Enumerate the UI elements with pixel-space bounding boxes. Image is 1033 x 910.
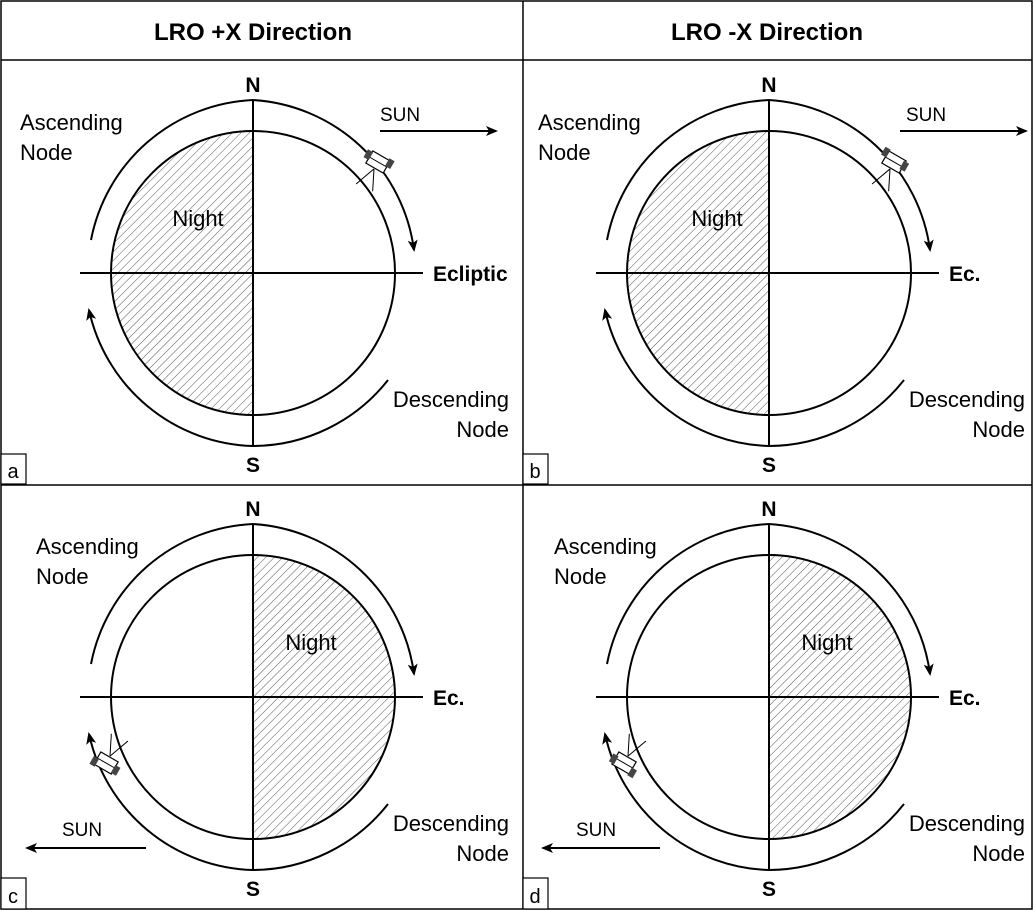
- ecliptic-label: Ec.: [949, 263, 981, 286]
- panel-label: b: [529, 461, 540, 483]
- panel-d: N S Ec. Night SUN Ascending Node Descend…: [522, 498, 1025, 910]
- orbit-arc-right: [252, 523, 418, 676]
- ascending-node-label-2: Node: [554, 564, 607, 589]
- panel-label: d: [529, 886, 540, 908]
- north-label: N: [761, 74, 776, 97]
- panel-label-box: [522, 453, 549, 485]
- night-label: Night: [285, 630, 336, 655]
- ecliptic-label: Ec.: [949, 687, 981, 710]
- north-label: N: [245, 74, 260, 97]
- panel-label-box: [0, 453, 27, 485]
- sun-label: SUN: [906, 105, 946, 126]
- orbit-arc-right-lower: [252, 379, 389, 447]
- panel-a: N S Ecliptic Night SUN Ascending Node De…: [0, 74, 509, 485]
- spacecraft-icon: [355, 149, 395, 192]
- ascending-node-label-1: Ascending: [554, 534, 657, 559]
- orbit-arc-lower: [86, 732, 254, 871]
- ascending-node-label-2: Node: [538, 140, 591, 165]
- orbit-arc-right: [768, 523, 934, 676]
- spacecraft-icon: [871, 146, 910, 192]
- ecliptic-label: Ec.: [433, 687, 465, 710]
- night-label: Night: [172, 206, 223, 231]
- descending-node-label-2: Node: [972, 417, 1025, 442]
- panel-c: N S Ec. Night SUN Ascending Node Descend…: [0, 498, 509, 910]
- night-hatch-lower: [627, 273, 769, 415]
- night-hatch-upper: [253, 555, 395, 697]
- panel-label: c: [8, 886, 18, 908]
- south-label: S: [246, 878, 260, 901]
- night-hatch-lower: [111, 273, 253, 415]
- descending-node-label-1: Descending: [909, 811, 1025, 836]
- night-hatch-lower: [253, 697, 395, 839]
- ecliptic-label: Ecliptic: [433, 263, 508, 286]
- descending-node-label-1: Descending: [393, 811, 509, 836]
- night-hatch-lower: [769, 697, 911, 839]
- orbit-arc-lower: [86, 308, 254, 447]
- south-label: S: [762, 878, 776, 901]
- panel-b: N S Ec. Night SUN Ascending Node Descend…: [522, 74, 1028, 485]
- descending-node-label-2: Node: [972, 841, 1025, 866]
- orbit-arc-left-upper: [90, 523, 254, 665]
- panel-label-box: [522, 877, 549, 910]
- sun-label: SUN: [576, 820, 616, 841]
- night-hatch-upper: [769, 555, 911, 697]
- night-label: Night: [801, 630, 852, 655]
- orbit-arc-right-lower: [252, 803, 389, 871]
- panel-label-box: [0, 877, 27, 910]
- night-hatch-upper: [627, 131, 769, 273]
- header-right: LRO -X Direction: [671, 19, 863, 46]
- south-label: S: [246, 454, 260, 477]
- south-label: S: [762, 454, 776, 477]
- descending-node-label-1: Descending: [909, 387, 1025, 412]
- header-left: LRO +X Direction: [154, 19, 352, 46]
- sun-label: SUN: [380, 105, 420, 126]
- ascending-node-label-2: Node: [36, 564, 89, 589]
- orbit-arc-left-upper: [606, 523, 770, 665]
- spacecraft-icon: [608, 733, 647, 779]
- panel-label: a: [7, 461, 19, 483]
- descending-node-label-2: Node: [456, 841, 509, 866]
- spacecraft-icon: [89, 733, 129, 776]
- ascending-node-label-1: Ascending: [538, 110, 641, 135]
- sun-label: SUN: [62, 820, 102, 841]
- north-label: N: [245, 498, 260, 521]
- orbit-arc-right-lower: [768, 803, 905, 871]
- descending-node-label-1: Descending: [393, 387, 509, 412]
- orbit-arc-lower: [602, 308, 770, 447]
- ascending-node-label-2: Node: [20, 140, 73, 165]
- ascending-node-label-1: Ascending: [36, 534, 139, 559]
- orbit-arc-right: [768, 99, 934, 252]
- orbit-arc-right-lower: [768, 379, 905, 447]
- night-label: Night: [691, 206, 742, 231]
- north-label: N: [761, 498, 776, 521]
- orbit-arc-left-upper: [606, 99, 770, 241]
- descending-node-label-2: Node: [456, 417, 509, 442]
- orbit-arc-left-upper: [90, 99, 254, 241]
- night-hatch-upper: [111, 131, 253, 273]
- ascending-node-label-1: Ascending: [20, 110, 123, 135]
- orbit-arc-right: [252, 99, 418, 252]
